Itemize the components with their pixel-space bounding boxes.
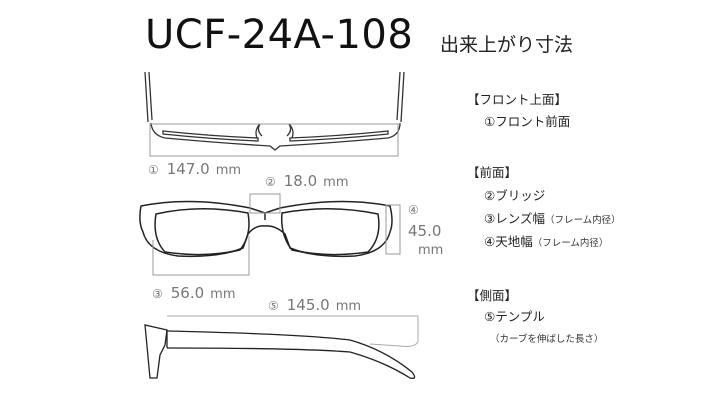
side-view-drawing <box>144 324 416 380</box>
legend-front-top-heading: 【フロント上面】 <box>467 92 568 107</box>
legend-side-heading: 【側面】 <box>467 288 518 303</box>
front-width-dimension-box <box>149 123 399 157</box>
legend-item: ①フロント前面 <box>484 114 571 129</box>
legend-front-heading: 【前面】 <box>467 165 518 180</box>
legend-side-note: （カーブを伸ばした長さ） <box>490 334 604 345</box>
height-label-value: 45.0 <box>408 222 442 240</box>
legend-item: ②ブリッジ <box>484 188 546 203</box>
subtitle: 出来上がり寸法 <box>440 34 574 56</box>
front-view-drawing <box>139 200 393 258</box>
legend-item: ⑤テンプル <box>484 309 545 324</box>
height-label-unit: mm <box>418 243 444 258</box>
legend-item: ④天地幅（フレーム内径） <box>484 234 609 249</box>
lens-width-dimension-box <box>152 236 250 276</box>
top-view-drawing <box>144 71 405 151</box>
legend-item: ③レンズ幅（フレーム内径） <box>484 211 621 226</box>
height-dimension-box <box>385 204 401 255</box>
model-title: UCF-24A-108 <box>145 12 414 58</box>
height-label-num: ④ <box>408 203 419 217</box>
bridge-dimension-box <box>249 193 281 214</box>
